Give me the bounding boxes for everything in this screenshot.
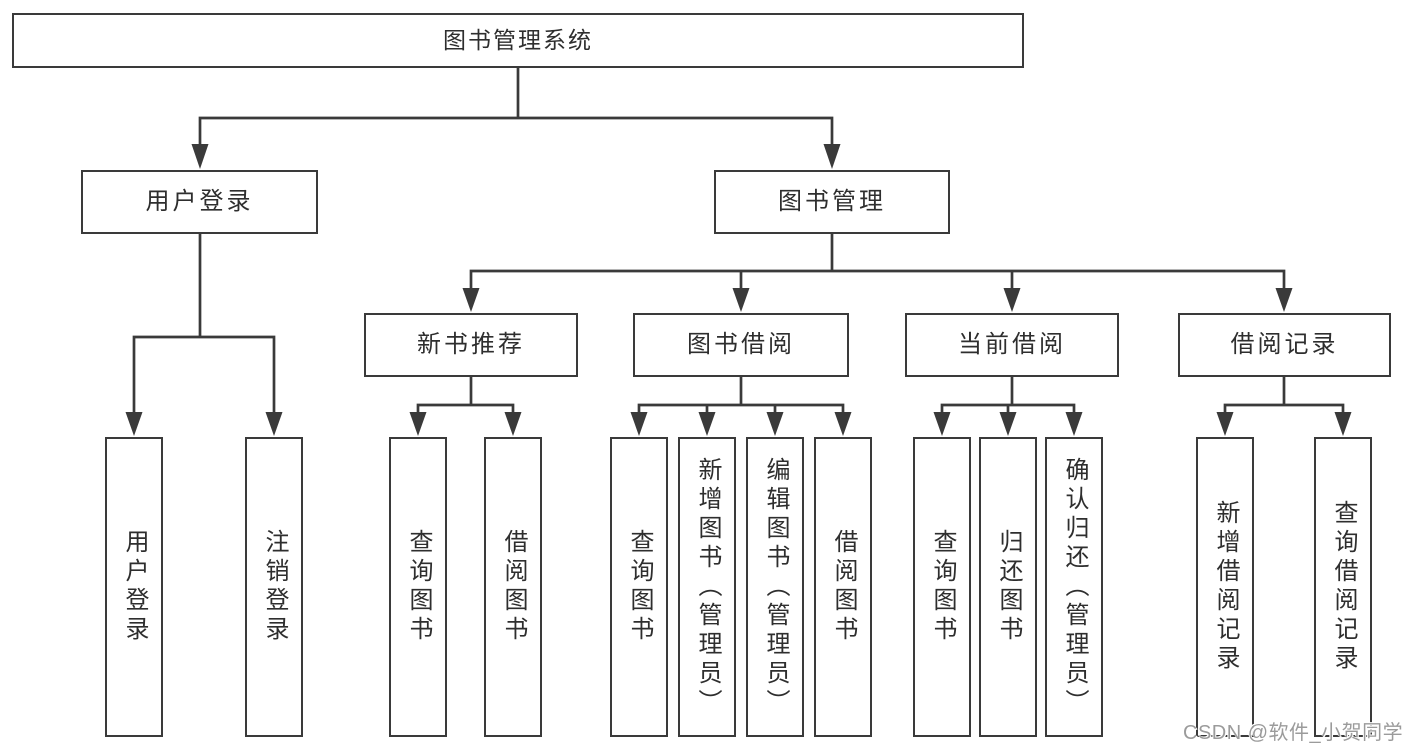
node-current-borrowing: 当前借阅: [905, 313, 1119, 377]
leaf-query-books-3: 查询图书: [913, 437, 971, 737]
node-label: 新增借阅记录: [1212, 500, 1239, 674]
node-book-borrowing: 图书借阅: [633, 313, 849, 377]
connector-book-borrow-to-leaves: [630, 375, 852, 436]
node-label: 当前借阅: [958, 330, 1066, 358]
node-label: 图书管理系统: [443, 26, 593, 53]
node-label: 编辑图书（管理员）: [762, 456, 789, 718]
node-label: 借阅记录: [1230, 330, 1339, 358]
connector-borrow-record-to-leaves: [1216, 375, 1352, 436]
leaf-query-books-1: 查询图书: [389, 437, 447, 737]
connector-current-borrow-to-leaves: [933, 375, 1083, 436]
node-label: 注销登录: [261, 529, 288, 645]
node-label: 用户登录: [145, 187, 254, 215]
node-borrowing-records: 借阅记录: [1178, 313, 1391, 377]
node-label: 查询图书: [405, 529, 432, 645]
node-label: 归还图书: [995, 529, 1022, 645]
leaf-logout: 注销登录: [245, 437, 303, 737]
node-label: 借阅图书: [500, 529, 527, 645]
node-library-management-system: 图书管理系统: [12, 13, 1024, 68]
node-label: 查询图书: [929, 529, 956, 645]
connector-new-book-to-leaves: [409, 375, 522, 436]
leaf-borrow-books-1: 借阅图书: [484, 437, 542, 737]
leaf-add-borrow-record: 新增借阅记录: [1196, 437, 1254, 737]
node-new-book-recommend: 新书推荐: [364, 313, 578, 377]
leaf-user-login: 用户登录: [105, 437, 163, 737]
node-label: 借阅图书: [830, 529, 857, 645]
node-book-management: 图书管理: [714, 170, 950, 234]
leaf-query-borrow-record: 查询借阅记录: [1314, 437, 1372, 737]
node-user-login: 用户登录: [81, 170, 318, 234]
leaf-edit-books-admin: 编辑图书（管理员）: [746, 437, 804, 737]
node-label: 查询借阅记录: [1330, 500, 1357, 674]
connector-user-login-to-leaves: [125, 232, 283, 436]
connector-root-to-level2: [191, 66, 841, 169]
connector-book-mgmt-to-level3: [462, 232, 1293, 312]
node-label: 图书管理: [778, 187, 886, 215]
node-label: 新增图书（管理员）: [694, 456, 721, 718]
leaf-query-books-2: 查询图书: [610, 437, 668, 737]
node-label: 查询图书: [626, 529, 653, 645]
leaf-confirm-return-admin: 确认归还（管理员）: [1045, 437, 1103, 737]
leaf-return-books: 归还图书: [979, 437, 1037, 737]
node-label: 用户登录: [121, 529, 148, 645]
node-label: 新书推荐: [417, 330, 525, 358]
leaf-add-books-admin: 新增图书（管理员）: [678, 437, 736, 737]
node-label: 确认归还（管理员）: [1061, 456, 1088, 718]
leaf-borrow-books-2: 借阅图书: [814, 437, 872, 737]
watermark-text: CSDN @软件_小贺同学: [1183, 722, 1404, 744]
node-label: 图书借阅: [687, 330, 795, 358]
